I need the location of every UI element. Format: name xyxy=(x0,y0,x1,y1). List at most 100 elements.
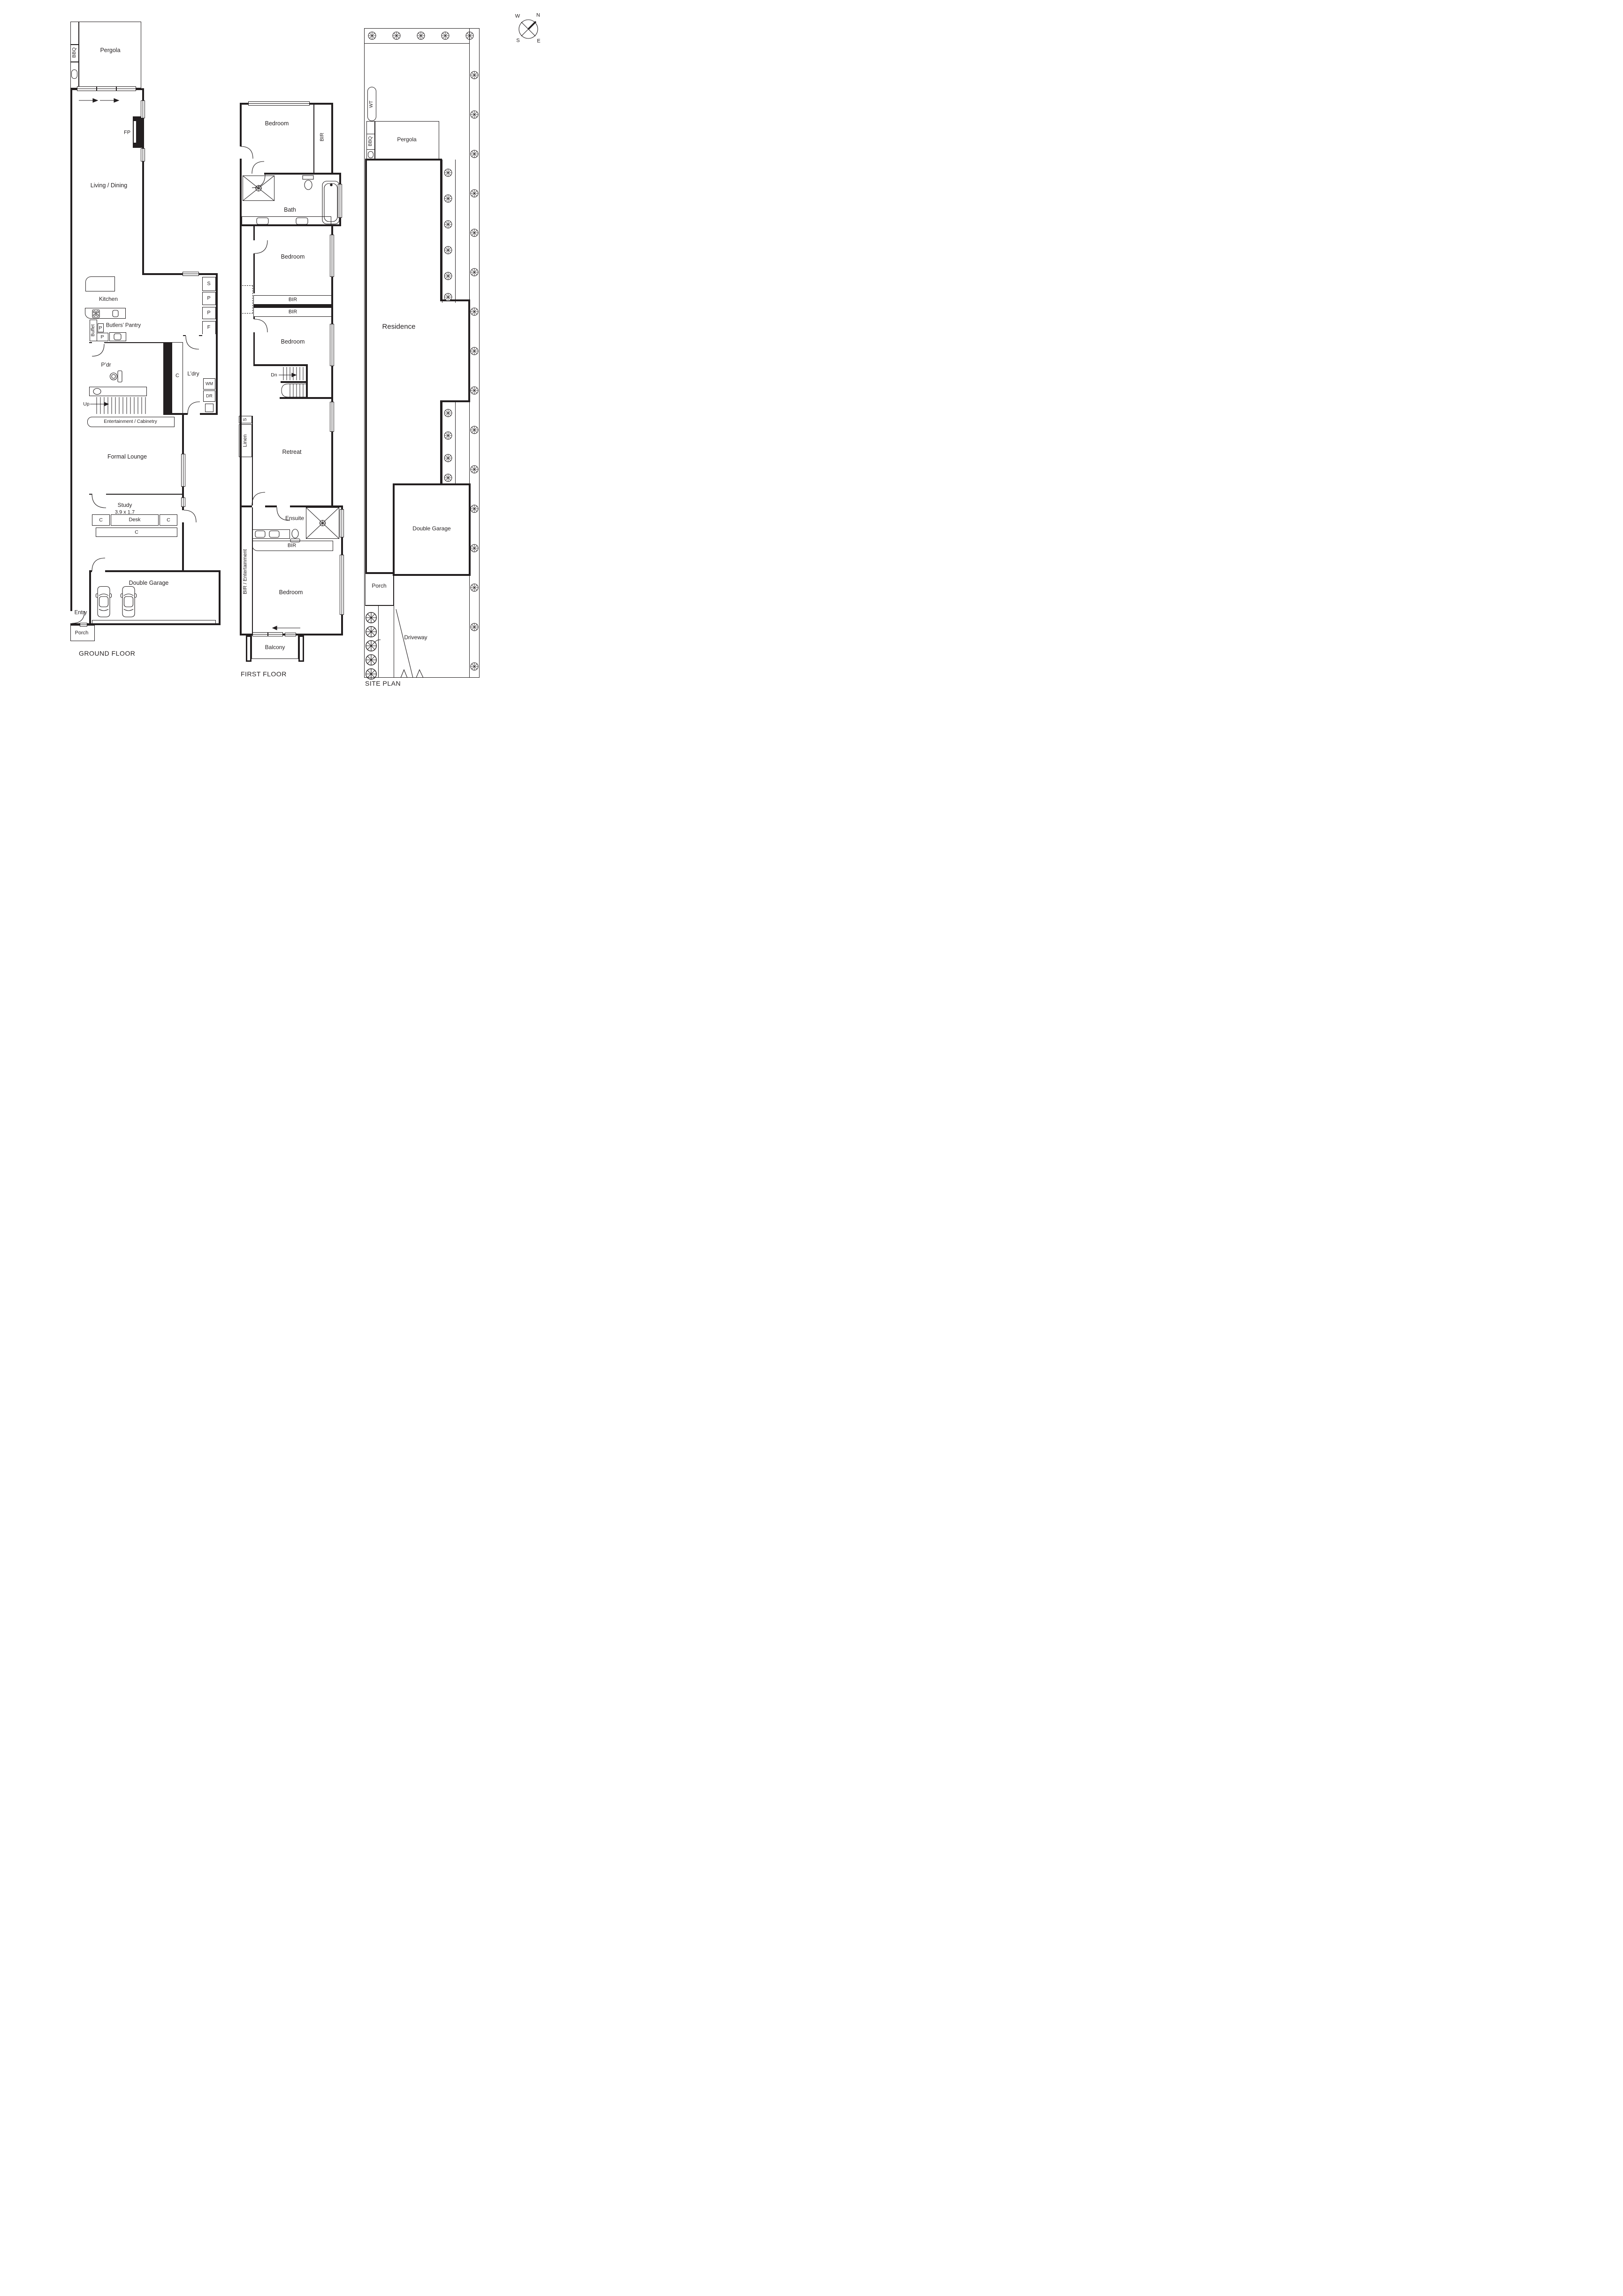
floorplan-vector-layer xyxy=(72,19,538,680)
label-ground_floor-cupboard_c: C xyxy=(99,517,103,523)
basin-icon xyxy=(269,530,280,538)
window xyxy=(338,184,342,218)
wall xyxy=(216,275,218,413)
fixture-box xyxy=(85,276,115,291)
fixture-box xyxy=(70,22,141,88)
partition-line xyxy=(313,105,314,173)
fixture-box xyxy=(202,321,216,334)
label-first_floor-ensuite: Ensuite xyxy=(285,515,305,521)
basin-icon xyxy=(93,388,101,395)
label-site_plan-compass-n: N xyxy=(536,12,540,18)
label-site_plan-porch: Porch xyxy=(372,582,387,589)
partition-line xyxy=(252,507,253,634)
wall xyxy=(290,505,343,507)
fixture-box xyxy=(367,87,376,121)
fixture-box xyxy=(98,323,104,332)
label-ground_floor-pantry_p: P xyxy=(207,295,211,301)
partition-line xyxy=(366,149,375,150)
label-first_floor-linen: Linen xyxy=(242,434,248,447)
partition-line xyxy=(70,44,78,45)
label-ground_floor-title: GROUND FLOOR xyxy=(79,650,136,657)
wall xyxy=(182,522,184,572)
cooktop-icon xyxy=(92,309,100,318)
label-ground_floor-porch: Porch xyxy=(75,630,89,636)
window xyxy=(80,623,87,627)
fixture-box xyxy=(134,121,136,143)
fixture-box xyxy=(242,216,331,226)
partition-line xyxy=(455,160,456,303)
label-ground_floor-fp: FP xyxy=(123,130,131,136)
partition-line xyxy=(104,342,163,343)
wall xyxy=(240,159,242,635)
ff-arrows xyxy=(272,373,300,630)
window xyxy=(77,86,97,91)
partition-line xyxy=(455,401,456,484)
label-first_floor-bir: BIR xyxy=(319,132,325,142)
gf-cars xyxy=(95,586,137,618)
label-ground_floor-buffet: Buffet xyxy=(91,324,96,337)
label-ground_floor-formal_lounge: Formal Lounge xyxy=(107,453,147,460)
label-first_floor-balcony: Balcony xyxy=(265,644,285,651)
fixture-box xyxy=(253,307,332,317)
fixture-box xyxy=(239,424,252,457)
wall xyxy=(142,88,144,273)
site-driveway-edge xyxy=(396,609,413,678)
fixture-box xyxy=(203,378,215,390)
wall xyxy=(200,413,218,415)
partition-line xyxy=(183,335,186,336)
ff-ensuite-fixtures xyxy=(255,507,340,543)
label-site_plan-driveway: Driveway xyxy=(404,634,427,641)
fixture-box xyxy=(252,541,333,551)
fixture-box xyxy=(243,176,274,201)
label-first_floor-title: FIRST FLOOR xyxy=(241,670,287,678)
fixture-box xyxy=(89,387,147,396)
fixture-box xyxy=(203,390,215,402)
fixture-box xyxy=(365,573,394,605)
label-ground_floor-pdr: P’dr xyxy=(101,361,111,368)
label-ground_floor-up: Up xyxy=(83,401,90,407)
window xyxy=(330,324,334,366)
partition-line xyxy=(378,605,379,678)
label-site_plan-title: SITE PLAN xyxy=(365,680,401,687)
partition-line xyxy=(469,28,470,678)
label-ground_floor-chute_c: C xyxy=(175,373,179,379)
site-residence-outline xyxy=(365,159,471,576)
label-first_floor-bedroom: Bedroom xyxy=(265,120,289,127)
label-ground_floor-kitchen: Kitchen xyxy=(99,296,118,302)
label-ground_floor-double_garage: Double Garage xyxy=(129,579,169,586)
fixture-box xyxy=(202,292,216,305)
label-site_plan-compass-w: W xyxy=(515,13,520,19)
wall xyxy=(105,570,221,572)
toilet-icon xyxy=(291,528,299,539)
window xyxy=(141,148,145,161)
label-ground_floor-butlers_pantry: Butlers’ Pantry xyxy=(106,322,141,329)
fixture-box xyxy=(375,121,439,160)
wall xyxy=(253,332,255,366)
label-first_floor-bedroom: Bedroom xyxy=(279,589,303,596)
partition-line xyxy=(78,22,79,88)
label-first_floor-bedroom: Bedroom xyxy=(281,338,305,345)
fixture-box xyxy=(90,320,97,341)
partition-line xyxy=(199,335,202,336)
label-ground_floor-laundry: L’dry xyxy=(187,370,199,377)
wall xyxy=(253,226,255,240)
fixture-box xyxy=(364,28,480,678)
wall xyxy=(281,381,308,383)
partition-line xyxy=(70,61,78,62)
window xyxy=(285,633,296,636)
fixture-box xyxy=(87,417,175,427)
window xyxy=(116,86,136,91)
label-ground_floor-cupboard_c: C xyxy=(135,529,138,535)
wall xyxy=(89,570,92,572)
window xyxy=(141,100,145,118)
window xyxy=(330,235,334,277)
wall xyxy=(219,572,221,625)
label-first_floor-retreat: Retreat xyxy=(282,448,302,455)
wall xyxy=(240,103,242,146)
fixture-box xyxy=(246,635,251,662)
label-ground_floor-pergola: Pergola xyxy=(100,46,121,54)
label-ground_floor-study: Study xyxy=(117,502,132,508)
label-first_floor-bir: BIR xyxy=(288,309,297,315)
toilet-icon xyxy=(302,175,314,180)
